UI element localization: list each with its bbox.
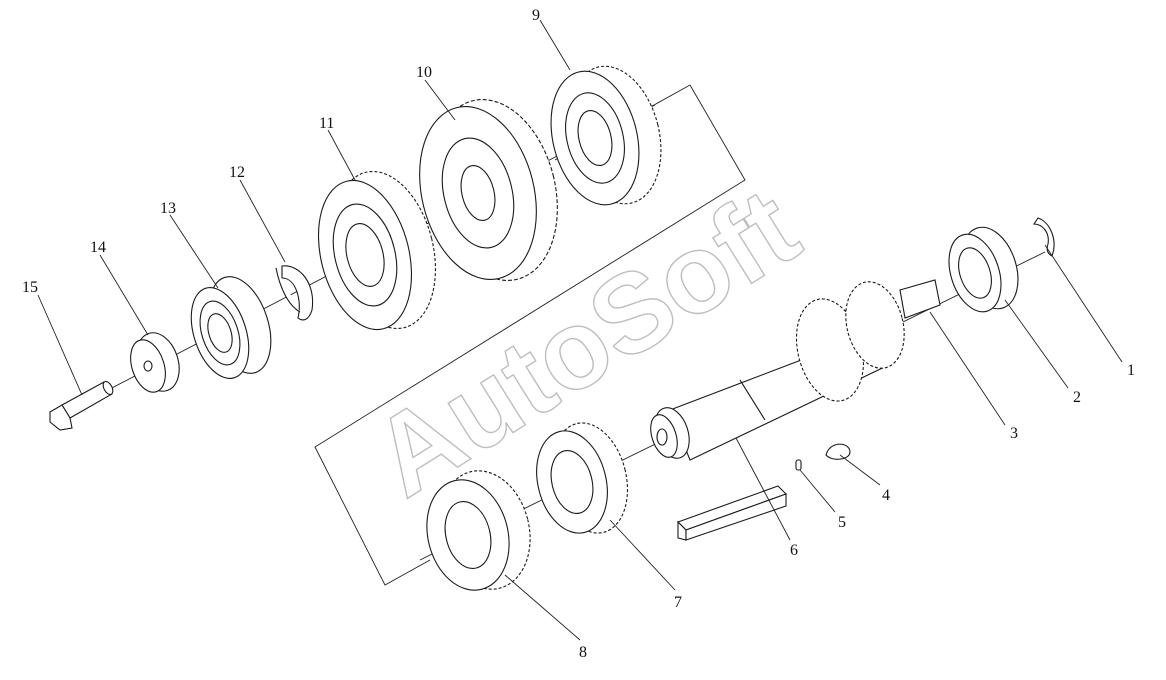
gear-8-part [426,470,531,591]
bolt-part [49,380,114,431]
leader-lines [37,19,1123,641]
gear-7-part [536,422,629,534]
main-shaft-part [650,279,941,461]
callout-14: 14 [90,239,106,256]
callout-6: 6 [790,542,798,559]
callout-1: 1 [1127,362,1135,379]
washer-part [130,332,180,393]
pin-part [795,459,802,471]
woodruff-key-part [825,443,851,460]
callout-7: 7 [674,594,682,611]
snap-ring-right-part [1032,217,1055,257]
gear-11-part [317,170,436,331]
callout-4: 4 [882,487,890,504]
callout-3: 3 [1010,425,1018,442]
gear-9-part [550,65,662,206]
callout-5: 5 [838,514,846,531]
callout-15: 15 [22,279,38,296]
callout-9: 9 [532,7,540,24]
gear-10-part [419,99,558,281]
key-bar-part [676,485,788,541]
callout-12: 12 [229,164,245,181]
callout-2: 2 [1073,389,1081,406]
assembly-bracket-line [314,84,746,586]
bearing-left-part [190,276,272,379]
callout-11: 11 [319,115,334,132]
bearing-right-part [948,226,1019,313]
callout-10: 10 [416,64,432,81]
callout-13: 13 [160,200,176,217]
snap-ring-left-part [275,265,314,321]
callout-8: 8 [579,644,587,661]
